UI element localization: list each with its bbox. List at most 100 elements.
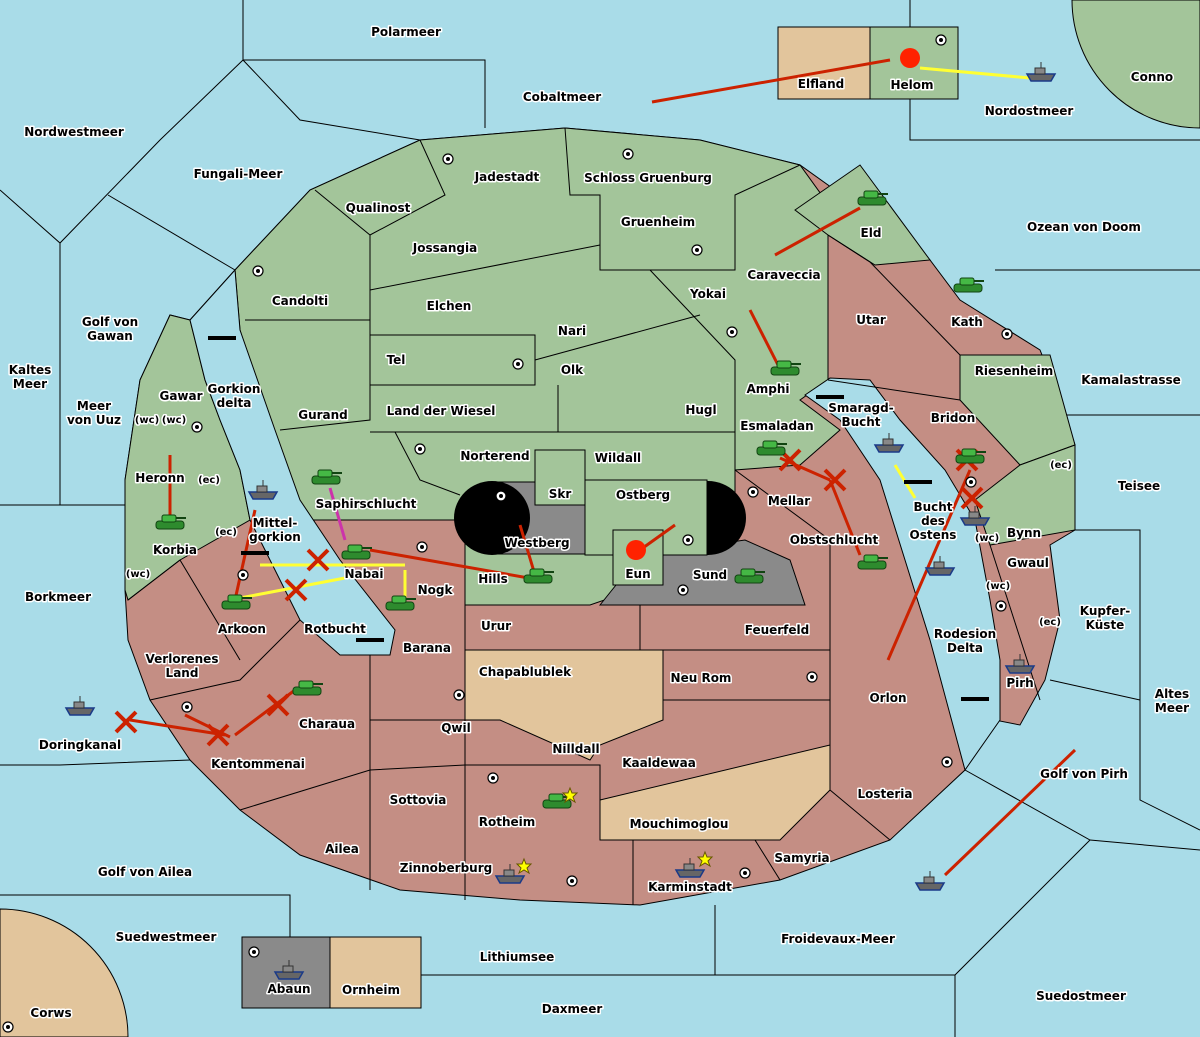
army-tank-icon[interactable] bbox=[155, 514, 186, 530]
region-label: Abaun bbox=[267, 982, 310, 996]
supply-center-dot bbox=[681, 588, 685, 592]
region-label: Feuerfeld bbox=[745, 623, 810, 637]
region-label: Gruenheim bbox=[621, 215, 695, 229]
supply-center-dot bbox=[999, 604, 1003, 608]
army-tank-icon[interactable] bbox=[857, 190, 888, 206]
army-tank-icon[interactable] bbox=[953, 277, 984, 293]
conno-land[interactable] bbox=[1071, 0, 1200, 129]
order-arrow bbox=[369, 548, 541, 582]
region-label: Charaua bbox=[299, 717, 355, 731]
supply-center-dot bbox=[420, 545, 424, 549]
fleet-ship-icon[interactable] bbox=[674, 858, 706, 878]
region-label: Barana bbox=[403, 641, 451, 655]
fleet-ship-icon[interactable] bbox=[64, 696, 96, 716]
supply-center-dot bbox=[743, 871, 747, 875]
army-tank-icon[interactable] bbox=[292, 680, 323, 696]
army-tank-icon[interactable] bbox=[756, 440, 787, 456]
supply-center-dot bbox=[446, 157, 450, 161]
supply-center-dot bbox=[516, 362, 520, 366]
region-label: Elfland bbox=[798, 77, 844, 91]
region-label: Samyria bbox=[774, 851, 829, 865]
fleet-ship-icon[interactable] bbox=[247, 480, 279, 500]
region-label: Bucht bbox=[913, 500, 952, 514]
supply-center-dot bbox=[252, 950, 256, 954]
army-tank-icon[interactable] bbox=[523, 568, 554, 584]
units-layer bbox=[64, 62, 1057, 980]
supply-center-dot bbox=[499, 494, 503, 498]
region-label: Olk bbox=[561, 363, 584, 377]
supply-center-dot bbox=[195, 425, 199, 429]
region-label: Ostens bbox=[910, 528, 957, 542]
ornheim-region[interactable] bbox=[329, 936, 422, 1009]
supply-center-dot bbox=[418, 447, 422, 451]
army-tank-icon[interactable] bbox=[770, 360, 801, 376]
order-arrow bbox=[886, 469, 972, 661]
fleet-ship-icon[interactable] bbox=[273, 960, 305, 980]
order-arrow bbox=[943, 748, 1077, 877]
fleet-ship-icon[interactable] bbox=[1025, 62, 1057, 82]
region-label: Nordostmeer bbox=[985, 104, 1074, 118]
order-arrow bbox=[518, 524, 537, 576]
fleet-ship-icon[interactable] bbox=[494, 864, 526, 884]
region-label: Qwil bbox=[441, 721, 471, 735]
region-label: Wildall bbox=[595, 451, 641, 465]
region-label: Mouchimoglou bbox=[630, 817, 729, 831]
region-label: Froidevaux-Meer bbox=[781, 932, 895, 946]
corws-land[interactable] bbox=[0, 908, 129, 1037]
failed-order-x-icon bbox=[206, 723, 230, 747]
region-label: Qualinost bbox=[346, 201, 411, 215]
region-label: Rodesion bbox=[934, 627, 996, 641]
fleet-ship-icon[interactable] bbox=[1004, 654, 1036, 674]
order-arrow bbox=[748, 309, 780, 366]
region-label: Altes bbox=[1155, 687, 1189, 701]
region-label: Tel bbox=[387, 353, 406, 367]
region-label: Saphirschlucht bbox=[316, 497, 417, 511]
army-tank-icon[interactable] bbox=[341, 544, 372, 560]
skr-region[interactable] bbox=[534, 449, 586, 506]
army-tank-icon[interactable] bbox=[311, 469, 342, 485]
region-label: Borkmeer bbox=[25, 590, 91, 604]
fleet-ship-icon[interactable] bbox=[924, 556, 956, 576]
chapablublek-region[interactable] bbox=[464, 649, 664, 761]
region-label: Caraveccia bbox=[747, 268, 820, 282]
region-label: Daxmeer bbox=[542, 1002, 603, 1016]
army-tank-icon[interactable] bbox=[385, 595, 416, 611]
region-label: Hills bbox=[478, 572, 508, 586]
region-label: Korbia bbox=[153, 543, 197, 557]
elfland-region[interactable] bbox=[777, 26, 871, 100]
army-tank-icon[interactable] bbox=[734, 568, 765, 584]
region-label: Ailea bbox=[325, 842, 359, 856]
coast-tag: (ec) bbox=[198, 475, 220, 486]
region-label: Schloss Gruenburg bbox=[584, 171, 712, 185]
fleet-ship-icon[interactable] bbox=[873, 433, 905, 453]
failed-order-x-icon bbox=[284, 578, 308, 602]
star-icon bbox=[515, 857, 533, 875]
bynn-region[interactable] bbox=[974, 444, 1076, 546]
region-label: Kaltes bbox=[9, 363, 52, 377]
region-label: Neu Rom bbox=[671, 671, 732, 685]
army-tank-icon[interactable] bbox=[955, 448, 986, 464]
orders-layer bbox=[114, 48, 1077, 877]
region-label: Golf von bbox=[82, 315, 138, 329]
region-label: Küste bbox=[1086, 618, 1125, 632]
failed-order-x-icon bbox=[306, 548, 330, 572]
eastern-channel[interactable] bbox=[804, 377, 1001, 772]
region-label: Gawar bbox=[159, 389, 202, 403]
region-label: Jadestadt bbox=[474, 170, 540, 184]
region-label: Sottovia bbox=[390, 793, 447, 807]
supply-center-dot bbox=[969, 480, 973, 484]
supply-center-dot bbox=[6, 1025, 10, 1029]
eld-region[interactable] bbox=[794, 164, 931, 266]
region-label: Mittel- bbox=[253, 516, 298, 530]
region-label: Zinnoberburg bbox=[400, 861, 492, 875]
army-tank-icon[interactable] bbox=[221, 594, 252, 610]
region-label: Nabai bbox=[345, 567, 384, 581]
fleet-ship-icon[interactable] bbox=[959, 506, 991, 526]
central-lake-west-end bbox=[454, 481, 530, 555]
gorkion-channel[interactable] bbox=[189, 268, 396, 656]
star-icon bbox=[696, 850, 714, 868]
army-tank-icon[interactable] bbox=[857, 554, 888, 570]
coast-tag: (ec) bbox=[215, 527, 237, 538]
fleet-ship-icon[interactable] bbox=[914, 871, 946, 891]
